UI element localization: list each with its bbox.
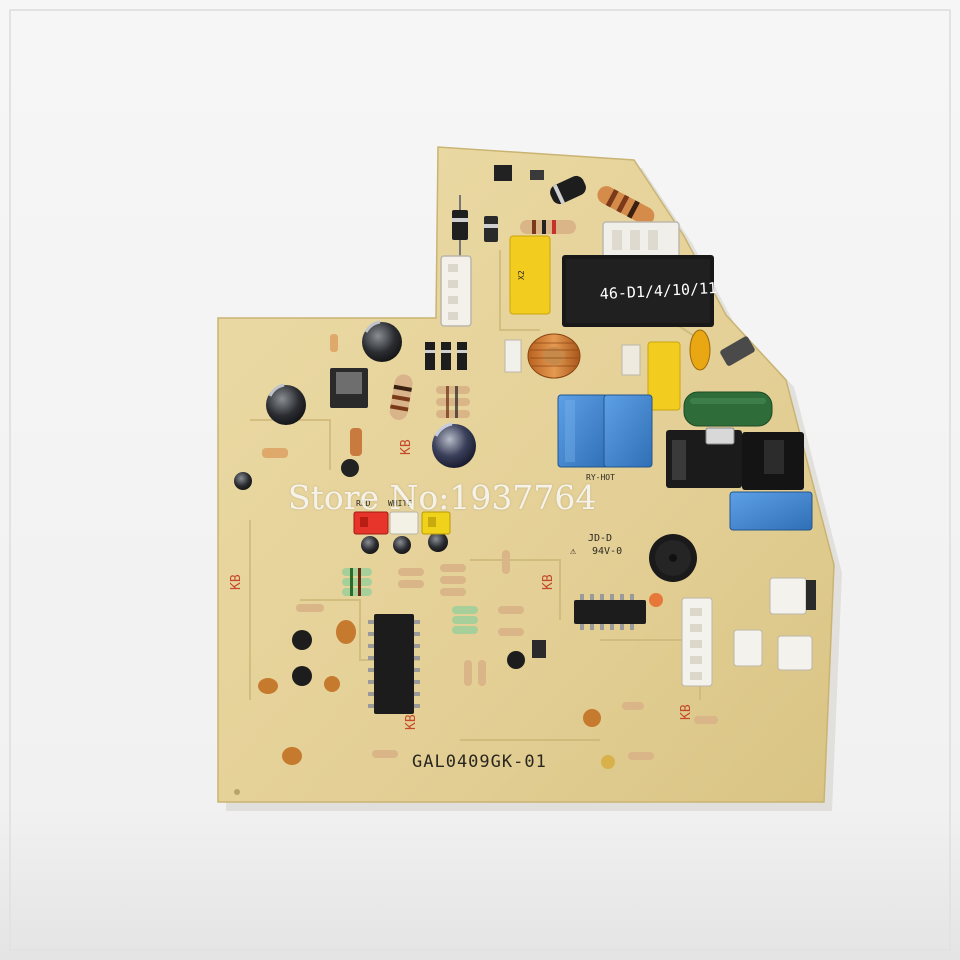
led-connectors xyxy=(353,511,451,535)
ceramic-caps xyxy=(258,620,615,769)
resistor-array-middle xyxy=(436,386,470,418)
svg-text:KB: KB xyxy=(541,574,556,590)
main-relay: 46-D1/4/10/11 xyxy=(562,255,718,327)
rating-label: 94V-0 xyxy=(592,546,622,557)
svg-text:KB: KB xyxy=(679,704,694,720)
driver-ic xyxy=(574,594,646,630)
mounting-hole xyxy=(234,789,240,795)
transistor xyxy=(341,459,359,477)
blue-capacitor-lower xyxy=(729,491,813,531)
diode-group-middle xyxy=(425,342,467,370)
ry-hot-label: RY-HOT xyxy=(586,473,615,482)
diode-group-top xyxy=(452,195,498,256)
red-label: RED xyxy=(356,499,371,508)
terminal-block-right xyxy=(666,427,804,490)
jd-label: JD-D xyxy=(588,533,612,544)
transistors-lower xyxy=(292,630,546,686)
buzzer xyxy=(649,534,697,582)
connector-left-white xyxy=(440,255,472,327)
small-ic xyxy=(494,165,512,181)
part-number-label: GAL0409GK-01 xyxy=(412,752,547,772)
power-resistor xyxy=(389,374,413,420)
connector-top-white xyxy=(602,221,680,259)
blue-capacitors-middle xyxy=(557,394,653,468)
microcontroller-ic xyxy=(368,614,420,714)
brand-marks: KB KB KB KB KB xyxy=(229,439,694,730)
resistor-bank-lower xyxy=(296,550,524,636)
yellow-capacitor-right xyxy=(647,341,681,411)
electrolytic-capacitors xyxy=(234,320,476,554)
toroid-inductor xyxy=(527,333,581,379)
svg-text:KB: KB xyxy=(229,574,244,590)
green-capacitor xyxy=(683,391,773,427)
svg-text:⚠: ⚠ xyxy=(570,546,577,557)
resistors-top xyxy=(520,175,655,234)
svg-text:KB: KB xyxy=(404,714,419,730)
voltage-regulator xyxy=(330,368,368,408)
connectors-right xyxy=(681,577,816,687)
white-label: WHITE xyxy=(388,499,412,508)
svg-text:X2: X2 xyxy=(517,270,526,280)
svg-text:KB: KB xyxy=(399,439,414,455)
varistor xyxy=(689,329,711,371)
yellow-capacitor-top xyxy=(509,235,551,315)
